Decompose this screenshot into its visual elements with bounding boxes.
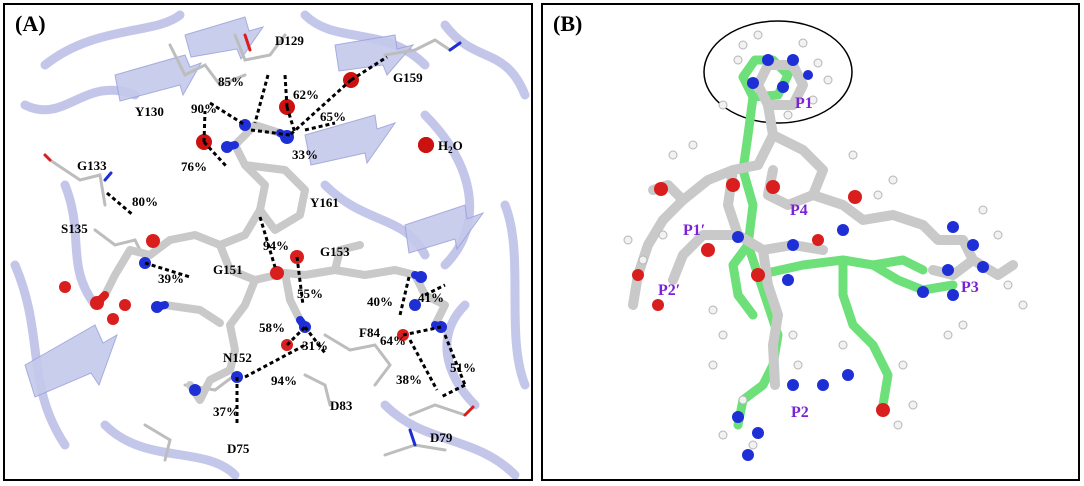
percentage-label: 65% xyxy=(320,109,346,124)
residue-label: D129 xyxy=(275,33,304,48)
residue-label: G153 xyxy=(320,244,350,259)
percentage-label: 51% xyxy=(450,360,476,375)
percentage-label: 94% xyxy=(263,238,289,253)
residue-label: Y130 xyxy=(135,104,164,119)
residue-labels: D129 G159 Y130 G133 S135 Y161 G153 G151 … xyxy=(61,33,453,456)
pocket-label-p1-prime: P1′ xyxy=(683,222,705,239)
svg-text:H2O: H2O xyxy=(438,138,463,155)
panel-a: D129 G159 Y130 G133 S135 Y161 G153 G151 … xyxy=(3,3,533,481)
hydrogens xyxy=(623,30,1028,450)
residue-label: D83 xyxy=(330,398,353,413)
panel-b: P1 P4 P1′ P2′ P3 P2 (B) xyxy=(541,3,1080,481)
residue-label: F84 xyxy=(359,325,380,340)
percentage-label: 39% xyxy=(158,271,184,286)
percentage-label: 33% xyxy=(292,147,318,162)
percentage-label: 40% xyxy=(367,294,393,309)
residue-label: G151 xyxy=(213,262,243,277)
percentage-label: 55% xyxy=(297,286,323,301)
pocket-label-p2: P2 xyxy=(791,404,809,421)
panel-b-label: (B) xyxy=(553,11,583,36)
panel-a-structure: D129 G159 Y130 G133 S135 Y161 G153 G151 … xyxy=(10,10,530,479)
percentage-label: 31% xyxy=(302,338,328,353)
residue-label: D79 xyxy=(430,430,453,445)
percentage-labels: 85% 62% 90% 65% 33% 76% 80% 94% 39% 55% … xyxy=(132,74,476,419)
percentage-label: 41% xyxy=(418,290,444,305)
percentage-label: 64% xyxy=(380,333,406,348)
panel-b-structure: P1 P4 P1′ P2′ P3 P2 xyxy=(623,20,1028,461)
residue-label: G133 xyxy=(77,158,107,173)
hbond-dashes xyxy=(106,55,467,425)
percentage-label: 94% xyxy=(271,373,297,388)
percentage-label: 85% xyxy=(218,74,244,89)
pocket-label-p2-prime: P2′ xyxy=(658,282,680,299)
p1-highlight-ellipse xyxy=(703,20,853,124)
percentage-label: 58% xyxy=(259,320,285,335)
pocket-label-p4: P4 xyxy=(790,202,808,219)
residue-label: N152 xyxy=(223,350,252,365)
nitrogen-atoms xyxy=(732,54,989,461)
oxygen-atoms xyxy=(632,178,890,417)
residue-label: G159 xyxy=(393,70,423,85)
percentage-label: 62% xyxy=(293,87,319,102)
pocket-labels: P1 P4 P1′ P2′ P3 P2 xyxy=(658,95,979,421)
percentage-label: 76% xyxy=(181,159,207,174)
percentage-label: 38% xyxy=(396,372,422,387)
pocket-label-p1: P1 xyxy=(795,95,813,112)
percentage-label: 90% xyxy=(191,101,217,116)
percentage-label: 37% xyxy=(213,404,239,419)
pocket-label-p3: P3 xyxy=(961,279,979,296)
residue-label: Y161 xyxy=(310,195,339,210)
water-legend: H2O xyxy=(418,137,463,155)
panel-a-label: (A) xyxy=(15,11,46,36)
percentage-label: 80% xyxy=(132,194,158,209)
residue-label: S135 xyxy=(61,221,88,236)
atoms xyxy=(59,119,447,396)
residue-label: D75 xyxy=(227,441,250,456)
